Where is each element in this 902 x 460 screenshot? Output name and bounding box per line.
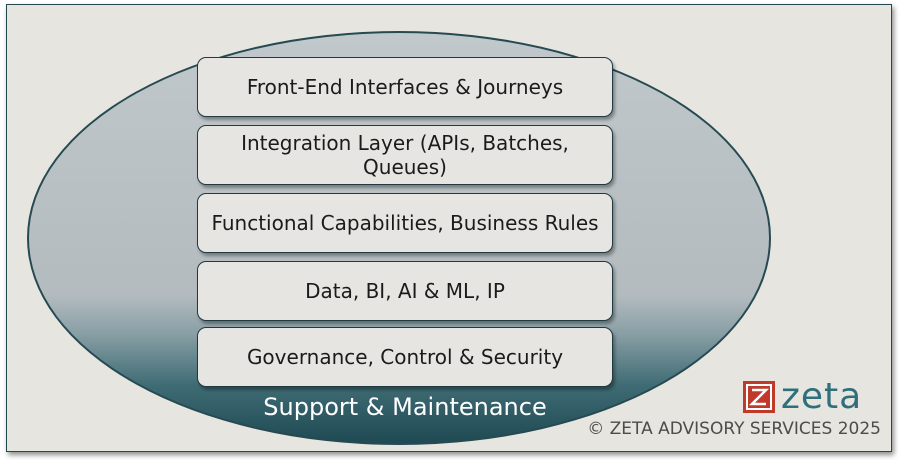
layer-label: Functional Capabilities, Business Rules — [211, 211, 599, 235]
copyright-text: © ZETA ADVISORY SERVICES 2025 — [587, 419, 881, 439]
layer-integration: Integration Layer (APIs, Batches, Queues… — [197, 125, 613, 185]
layer-label: Front-End Interfaces & Journeys — [246, 75, 564, 99]
layer-data: Data, BI, AI & ML, IP — [197, 261, 613, 321]
layer-functional: Functional Capabilities, Business Rules — [197, 193, 613, 253]
layer-label: Integration Layer (APIs, Batches, Queues… — [241, 131, 569, 179]
brand-name: zeta — [781, 376, 863, 417]
zeta-logo-icon — [743, 381, 775, 413]
support-label: Support & Maintenance — [263, 393, 547, 421]
layer-label: Data, BI, AI & ML, IP — [305, 279, 505, 303]
layer-label: Governance, Control & Security — [246, 345, 564, 369]
diagram-frame: Front-End Interfaces & Journeys Integrat… — [6, 4, 892, 452]
layer-governance: Governance, Control & Security — [197, 327, 613, 387]
layer-front-end: Front-End Interfaces & Journeys — [197, 57, 613, 117]
brand-logo: zeta — [743, 377, 862, 417]
